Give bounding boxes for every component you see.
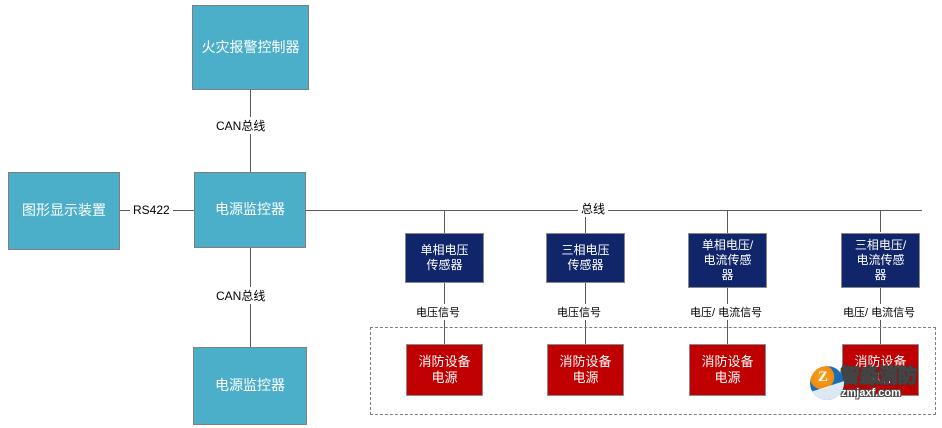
node-sensor-single-phase-voltage-current[interactable]: 单相电压/ 电流传感 器 [688, 233, 767, 288]
line-bus-drop-4 [880, 210, 881, 232]
node-fire-alarm-controller[interactable]: 火灾报警控制器 [192, 5, 309, 90]
node-power-supply-1[interactable]: 消防设备 电源 [406, 344, 483, 396]
node-sensor-three-phase-voltage-current[interactable]: 三相电压/ 电流传感 器 [841, 233, 920, 288]
node-power-supply-2[interactable]: 消防设备 电源 [547, 344, 624, 396]
edge-label-bus: 总线 [578, 200, 609, 217]
node-power-supply-3[interactable]: 消防设备 电源 [689, 344, 766, 396]
line-bus-drop-2 [585, 210, 586, 234]
edge-label-signal-2: 电压信号 [554, 304, 604, 320]
node-graphic-display[interactable]: 图形显示装置 [8, 172, 120, 250]
node-power-supply-4[interactable]: 消防设备 电源 [842, 344, 919, 396]
edge-label-signal-4: 电压/ 电流信号 [840, 304, 919, 320]
node-sensor-three-phase-voltage[interactable]: 三相电压 传感器 [546, 233, 625, 283]
edge-label-signal-1: 电压信号 [413, 304, 463, 320]
node-power-monitor-main[interactable]: 电源监控器 [194, 172, 306, 248]
edge-label-can-bus-bottom: CAN总线 [213, 287, 269, 304]
line-bus-drop-3 [727, 210, 728, 234]
line-fire-alarm-to-monitor [250, 90, 251, 195]
edge-label-can-bus-top: CAN总线 [213, 117, 269, 134]
edge-label-rs422: RS422 [130, 203, 173, 217]
line-main-bus [306, 210, 922, 211]
node-power-monitor-sub[interactable]: 电源监控器 [193, 347, 307, 425]
power-supply-group-box [370, 327, 936, 415]
line-bus-drop-1 [444, 210, 445, 234]
edge-label-signal-3: 电压/ 电流信号 [687, 304, 766, 320]
node-sensor-single-phase-voltage[interactable]: 单相电压 传感器 [405, 233, 484, 283]
